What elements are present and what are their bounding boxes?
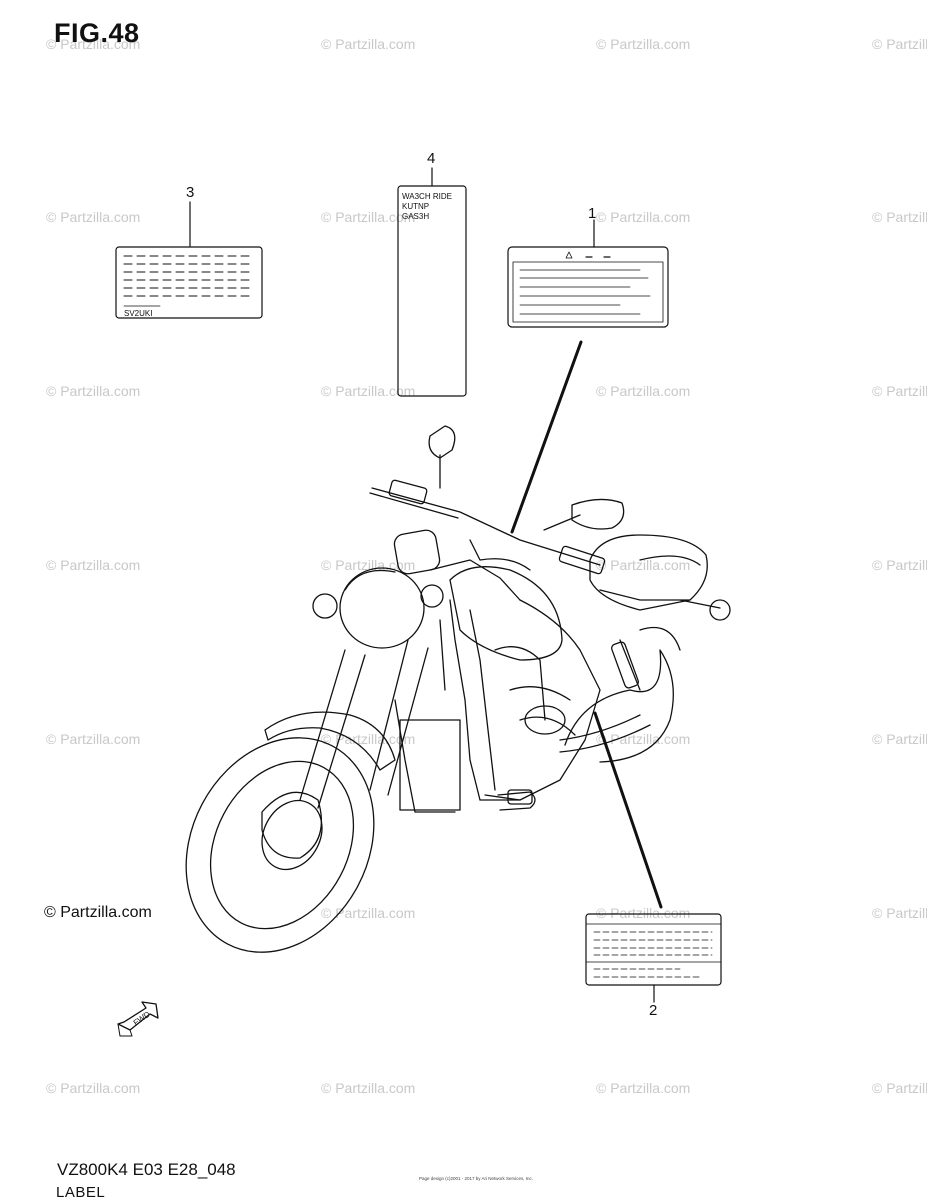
label-4-line-1: WA3CH RIDE	[402, 192, 452, 201]
copyright-notice: © Partzilla.com	[44, 904, 152, 921]
watermark: © Partzilla.com	[321, 383, 416, 399]
watermark: © Partzilla.com	[321, 905, 416, 921]
watermark: © Partzilla.com	[321, 36, 416, 52]
watermark: © Partzilla.com	[321, 209, 416, 225]
watermark: © Partzilla.com	[321, 731, 416, 747]
watermark: © Partzilla.com	[596, 36, 691, 52]
watermark: © Partzilla.com	[46, 383, 141, 399]
motorcycle-illustration	[185, 425, 731, 953]
label-4-line-2: KUTNP	[402, 202, 429, 211]
leader-line-1	[510, 340, 583, 534]
watermark: © Partzilla.com	[46, 731, 141, 747]
page-design-credit: Page design (c)2001 - 2017 by Ari Networ…	[418, 1176, 534, 1181]
watermark: © Partzilla.com	[596, 731, 691, 747]
figure-title: FIG.48	[54, 18, 140, 48]
label-3-text: SV2UKI	[124, 309, 152, 318]
watermark: © Partzilla.com	[46, 36, 141, 52]
leader-line-2	[593, 711, 663, 909]
watermark: © Partzilla.com	[596, 383, 691, 399]
callout-1[interactable]: 1	[588, 205, 597, 222]
watermark: © Partzilla.com	[872, 209, 927, 225]
fwd-arrow-icon	[117, 1001, 159, 1037]
callout-2[interactable]: 2	[649, 1002, 658, 1019]
callout-3[interactable]: 3	[186, 184, 195, 201]
section-name: LABEL	[56, 1184, 106, 1201]
watermark: © Partzilla.com	[872, 905, 927, 921]
callout-4[interactable]: 4	[427, 150, 436, 167]
watermark: © Partzilla.com	[872, 383, 927, 399]
watermark: © Partzilla.com	[872, 557, 927, 573]
label-1-sticker[interactable]	[507, 246, 669, 328]
watermark: © Partzilla.com	[596, 209, 691, 225]
label-2-sticker[interactable]	[585, 913, 722, 986]
watermark: © Partzilla.com	[596, 557, 691, 573]
watermark: © Partzilla.com	[872, 1080, 927, 1096]
watermark: © Partzilla.com	[46, 209, 141, 225]
watermark: © Partzilla.com	[46, 557, 141, 573]
fwd-arrow-text: FWD	[132, 1010, 152, 1028]
watermark: © Partzilla.com	[596, 905, 691, 921]
watermark: © Partzilla.com	[596, 1080, 691, 1096]
watermark: © Partzilla.com	[872, 731, 927, 747]
watermark: © Partzilla.com	[46, 1080, 141, 1096]
label-3-sticker[interactable]	[115, 246, 263, 319]
watermark: © Partzilla.com	[321, 1080, 416, 1096]
model-code: VZ800K4 E03 E28_048	[57, 1160, 236, 1179]
watermark: © Partzilla.com	[872, 36, 927, 52]
label-4-line-3: GAS3H	[402, 212, 429, 221]
